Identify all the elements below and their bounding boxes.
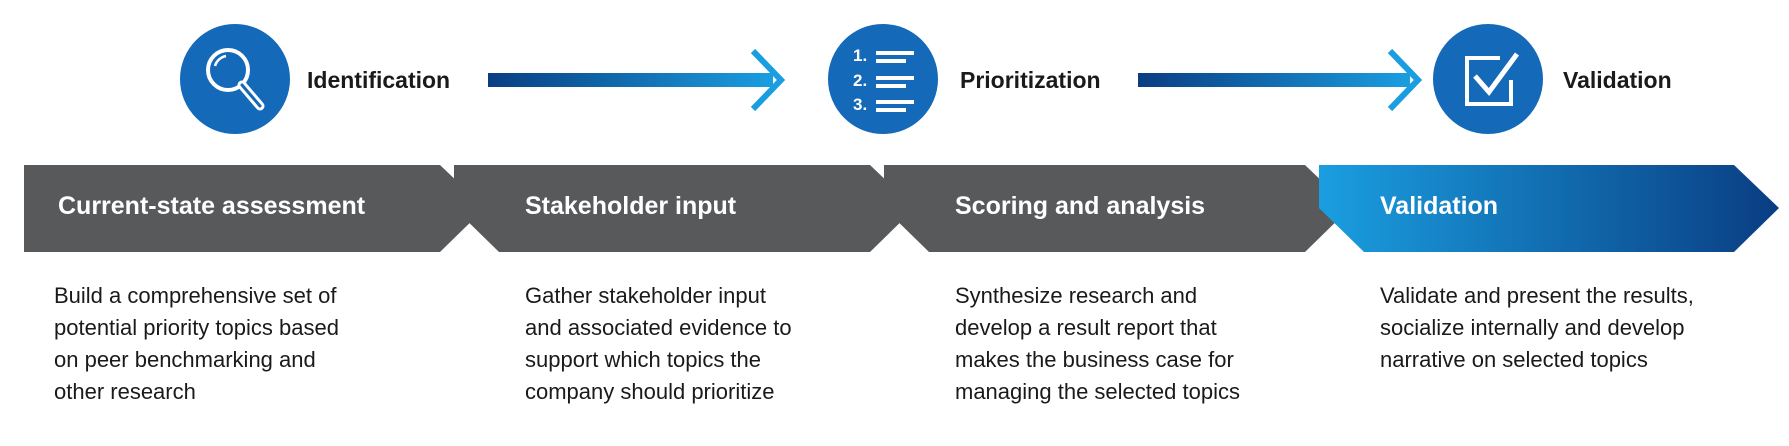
step-description-current-state-assessment: Build a comprehensive set of potential p… — [54, 283, 339, 404]
flow-arrow-2 — [1138, 48, 1423, 112]
step-title-current-state-assessment: Current-state assessment — [58, 192, 366, 220]
step-title-scoring-and-analysis: Scoring and analysis — [955, 192, 1206, 220]
stage-label-validation: Validation — [1563, 67, 1672, 93]
numbered-list-icon: 1. 2. 3. — [853, 46, 914, 114]
step-description-validation: Validate and present the results, social… — [1380, 283, 1694, 372]
numbered-list-icon-circle: 1. 2. 3. — [828, 24, 938, 134]
step-title-validation: Validation — [1380, 192, 1499, 220]
list-number-2: 2. — [853, 71, 867, 90]
chevron-step-4 — [1319, 165, 1779, 252]
chevron-step-3 — [884, 165, 1350, 252]
chevron-step-1 — [24, 165, 485, 252]
flow-arrow-1 — [488, 48, 786, 112]
stage-label-identification: Identification — [307, 67, 451, 93]
chevron-step-2 — [454, 165, 915, 252]
step-title-stakeholder-input: Stakeholder input — [525, 192, 737, 220]
stage-label-prioritization: Prioritization — [960, 67, 1101, 93]
list-number-1: 1. — [853, 46, 867, 65]
magnifier-icon-circle — [180, 24, 290, 134]
list-number-3: 3. — [853, 95, 867, 114]
checkbox-icon-circle — [1433, 24, 1543, 134]
step-description-scoring-and-analysis: Synthesize research and develop a result… — [955, 283, 1240, 404]
checkbox-icon — [1465, 52, 1520, 106]
magnifier-icon — [206, 48, 265, 111]
step-description-stakeholder-input: Gather stakeholder input and associated … — [525, 283, 792, 404]
